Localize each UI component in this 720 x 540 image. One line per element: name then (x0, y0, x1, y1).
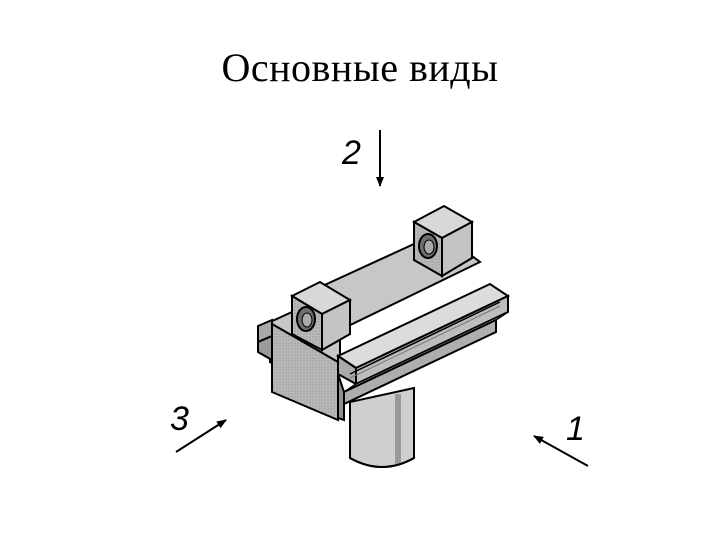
view-arrow-1: 1 (533, 410, 589, 467)
view-arrow-3: 3 (170, 400, 227, 453)
view-label-2: 2 (341, 134, 361, 172)
left-block (289, 280, 353, 352)
slide-title: Основные виды (221, 45, 499, 90)
right-block (411, 204, 475, 278)
cylinder-shaft (349, 386, 415, 468)
view-label-1: 1 (566, 410, 585, 448)
view-label-3: 3 (170, 400, 189, 438)
view-arrow-2: 2 (341, 130, 384, 187)
guide-rail (335, 282, 511, 422)
